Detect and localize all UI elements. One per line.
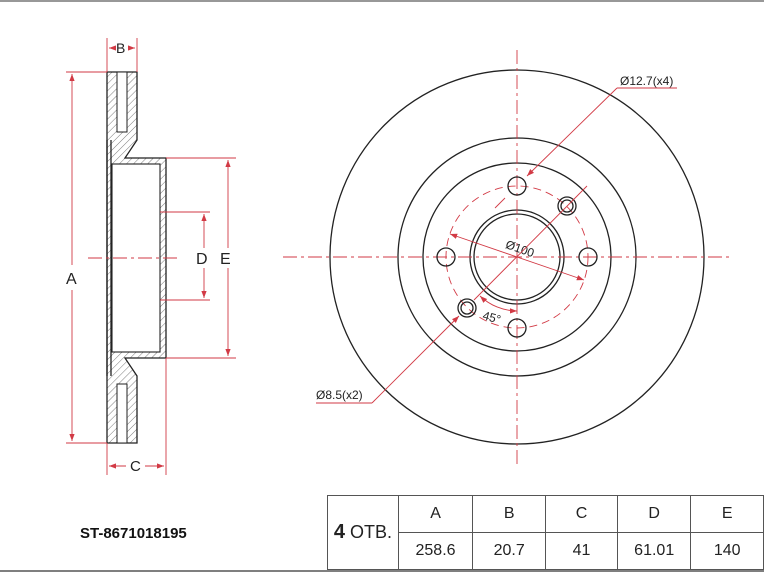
dim-label-a: A: [66, 271, 77, 288]
bolt-holes: [436, 176, 598, 338]
header-a: A: [397, 495, 474, 533]
front-view: Ø12.7(x4) Ø100 Ø8.5(x2) 45°: [283, 50, 733, 468]
value-b: 20.7: [472, 532, 547, 570]
dim-label-c: C: [130, 458, 141, 475]
dim-label-d: D: [196, 251, 208, 268]
side-section-view: A B C D E: [66, 38, 236, 475]
value-e: 140: [690, 532, 764, 570]
holes-count: 4: [333, 521, 345, 543]
value-d: 61.01: [616, 532, 692, 570]
spec-table: 4 ОТВ. A B C D E 258.6 20.7 41 61.01 140: [327, 495, 764, 570]
header-b: B: [472, 495, 547, 533]
bolt-hole-label: Ø12.7(x4): [620, 74, 673, 88]
dim-label-e: E: [220, 251, 231, 268]
small-hole-label: Ø8.5(x2): [316, 388, 363, 402]
holes-count-cell: 4 ОТВ.: [327, 495, 399, 570]
dim-label-b: B: [116, 40, 125, 56]
value-a: 258.6: [397, 532, 474, 570]
header-c: C: [545, 495, 618, 533]
part-number: ST-8671018195: [80, 525, 187, 542]
header-e: E: [690, 495, 764, 533]
value-c: 41: [545, 532, 618, 570]
holes-suffix: ОТВ.: [349, 522, 392, 542]
angle-label: 45°: [481, 308, 502, 326]
header-d: D: [616, 495, 692, 533]
